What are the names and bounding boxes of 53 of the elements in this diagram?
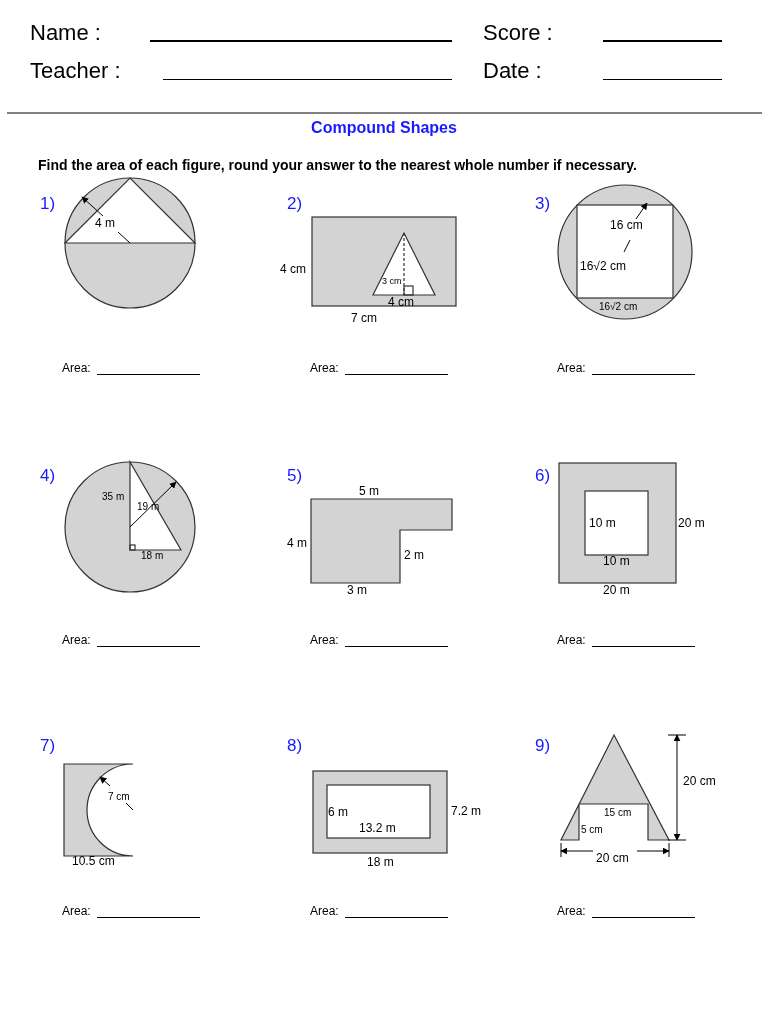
measurement-label: 5 m <box>359 485 379 499</box>
answer-label: Area: <box>310 905 339 919</box>
measurement-label: 3 m <box>347 584 367 598</box>
answer-label: Area: <box>62 634 91 648</box>
measurement-label: 20 m <box>678 517 705 531</box>
measurement-label: 35 m <box>102 490 125 502</box>
problem-number: 4) <box>40 466 56 486</box>
measurement-label: 4 cm <box>388 296 414 310</box>
answer-label: Area: <box>310 362 339 376</box>
problem-number: 2) <box>287 194 303 214</box>
measurement-label: 4 m <box>287 537 307 551</box>
measurement-label: 7 cm <box>351 312 377 326</box>
answer-label: Area: <box>62 905 91 919</box>
measurement-label: 16√2 cm <box>580 260 626 274</box>
measurement-label: 20 m <box>603 584 630 598</box>
measurement-label: 4 cm <box>280 263 306 277</box>
measurement-label: 10 m <box>603 555 630 569</box>
problem-number: 7) <box>40 736 56 756</box>
measurement-label: 16√2 cm <box>599 300 638 312</box>
measurement-label: 2 m <box>404 549 424 563</box>
measurement-label: 18 m <box>367 856 394 870</box>
field-label: Name : <box>30 20 101 46</box>
measurement-label: 7 cm <box>108 790 130 802</box>
answer-label: Area: <box>310 634 339 648</box>
measurement-label: 15 cm <box>604 806 632 818</box>
worksheet-title: Compound Shapes <box>310 119 458 137</box>
field-label: Date : <box>483 58 542 84</box>
measurement-label: 7.2 m <box>451 805 481 819</box>
measurement-label: 19 m <box>137 500 160 512</box>
problem-number: 9) <box>535 736 551 756</box>
answer-label: Area: <box>557 634 586 648</box>
answer-label: Area: <box>557 905 586 919</box>
problem-number: 1) <box>40 194 56 214</box>
measurement-label: 16 cm <box>610 219 643 233</box>
measurement-label: 10.5 cm <box>72 855 115 869</box>
instruction-text: Find the area of each figure, round your answer to the nearest whole number if necessary. <box>38 158 637 174</box>
measurement-label: 3 cm <box>382 277 402 287</box>
problem-number: 6) <box>535 466 551 486</box>
measurement-label: 20 cm <box>596 852 629 866</box>
measurement-label: 20 cm <box>683 775 716 789</box>
measurement-label: 6 m <box>328 806 348 820</box>
problem-number: 5) <box>287 466 303 486</box>
answer-label: Area: <box>62 362 91 376</box>
answer-label: Area: <box>557 362 586 376</box>
measurement-label: 4 m <box>95 217 115 231</box>
field-label: Teacher : <box>30 58 121 84</box>
measurement-label: 5 cm <box>581 823 603 835</box>
problem-number: 3) <box>535 194 551 214</box>
problem-number: 8) <box>287 736 303 756</box>
measurement-label: 18 m <box>141 549 164 561</box>
field-label: Score : <box>483 20 553 46</box>
measurement-label: 10 m <box>589 517 616 531</box>
measurement-label: 13.2 m <box>359 822 396 836</box>
